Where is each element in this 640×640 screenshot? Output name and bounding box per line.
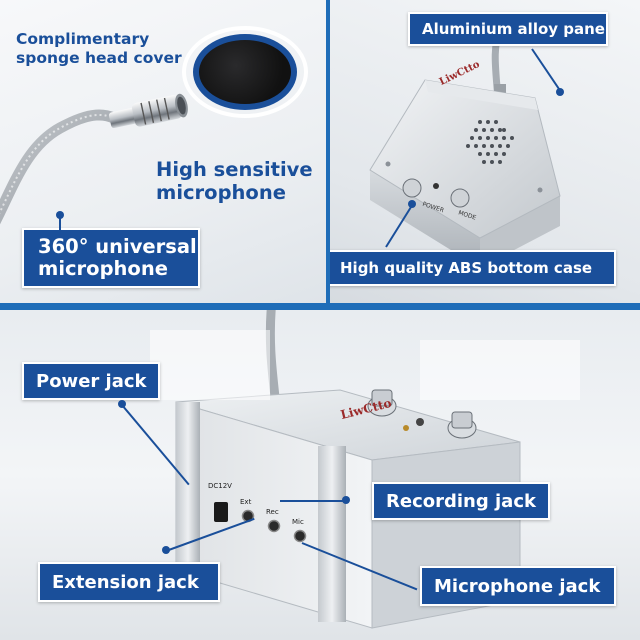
intercom-ports-panel: LiwCtto DC12V Ext Rec Mic Power jack Rec… <box>0 310 640 640</box>
microphone-head <box>108 93 188 129</box>
abs-case-label: High quality ABS bottom case <box>330 250 616 286</box>
aluminium-panel-pointer-dot <box>556 88 564 96</box>
intercom-body-front <box>370 170 480 268</box>
background-blur-block <box>150 330 270 400</box>
ext-label: Ext <box>240 498 252 506</box>
microphone-panel: Complimentary sponge head cover High sen… <box>0 0 326 303</box>
mode-knob <box>450 188 470 208</box>
universal-mic-leader <box>59 215 61 231</box>
microphone-illustration <box>0 93 188 225</box>
dc12v-label: DC12V <box>208 482 232 490</box>
mic-label: Mic <box>292 518 304 526</box>
recording-jack-leader <box>280 500 348 502</box>
microphone-jack-label: Microphone jack <box>420 566 616 606</box>
abs-case-pointer-dot <box>408 200 416 208</box>
speaker-grille <box>466 120 514 164</box>
intercom-top-panel: LiwCtto POWER MODE Aluminium alloy panel… <box>330 0 640 303</box>
mic-port <box>293 529 307 543</box>
rec-port <box>267 519 281 533</box>
power-jack-label: Power jack <box>22 362 160 400</box>
dc12v-port <box>214 502 228 522</box>
intercom-rear-illustration <box>175 310 521 629</box>
vertical-divider <box>326 0 330 303</box>
rec-label: Rec <box>266 508 279 516</box>
power-knob <box>402 178 422 198</box>
sponge-cover-label: Complimentary sponge head cover <box>16 30 182 67</box>
intercom-aluminium-panel <box>369 79 561 239</box>
extension-jack-label: Extension jack <box>38 562 220 602</box>
universal-mic-label: 360° universal microphone <box>22 228 200 288</box>
horizontal-divider <box>0 303 640 310</box>
aluminium-panel-label: Aluminium alloy panel <box>408 12 608 46</box>
sponge-cover-image <box>193 34 297 110</box>
rear-gooseneck <box>265 310 281 407</box>
gooseneck-tube <box>0 109 126 225</box>
power-jack-pointer-dot <box>118 400 126 408</box>
high-sensitive-mic-label: High sensitive microphone <box>156 158 313 205</box>
recording-jack-label: Recording jack <box>372 482 550 520</box>
sponge-cover-ring <box>182 26 308 118</box>
background-blur-block <box>420 340 580 400</box>
